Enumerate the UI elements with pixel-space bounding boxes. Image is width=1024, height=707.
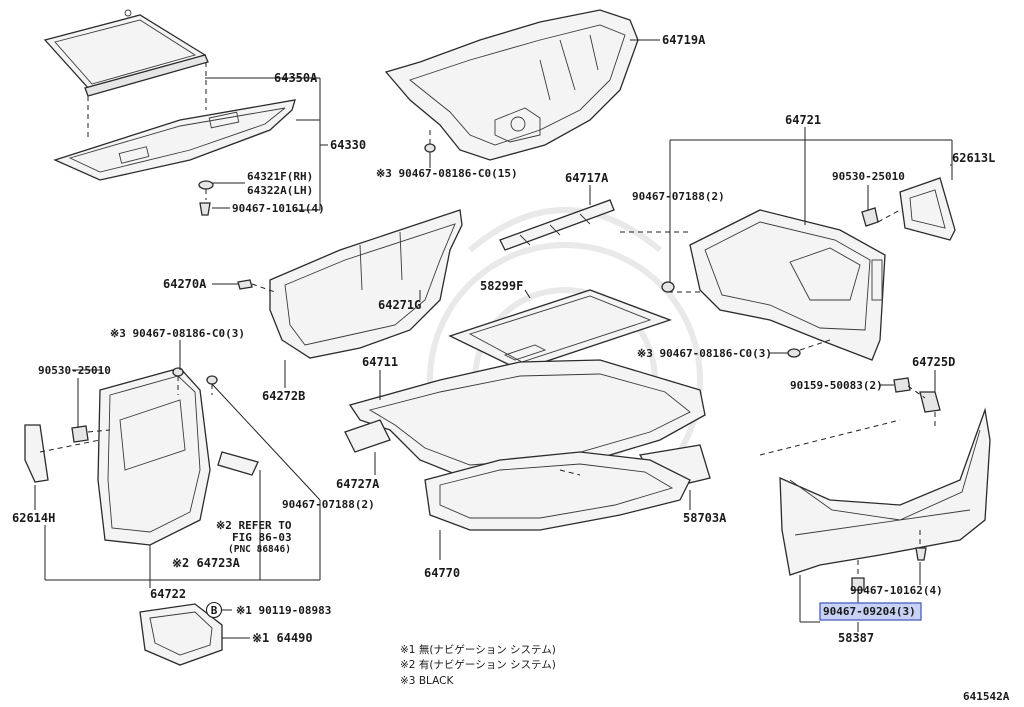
label-62614H[interactable]: 62614H (12, 511, 55, 525)
label-90467-09204[interactable]: 90467-09204(3) (823, 605, 916, 618)
note-2: ※2 有(ナビゲーション システム) (400, 658, 556, 671)
label-90530-25010-right[interactable]: 90530-25010 (832, 170, 905, 183)
label-64719A[interactable]: 64719A (662, 33, 706, 47)
label-64723A[interactable]: ※2 64723A (172, 556, 241, 570)
part-90467-08186-clip-mid[interactable] (787, 348, 801, 358)
label-90467-07188-right[interactable]: 90467-07188(2) (632, 190, 725, 203)
part-64725D-bracket[interactable] (919, 391, 941, 413)
note-3: ※3 BLACK (400, 675, 454, 687)
note-1: ※1 無(ナビゲーション システム) (400, 643, 556, 656)
label-90159-50083[interactable]: 90159-50083(2) (790, 379, 883, 392)
part-58299F-cargo-net[interactable] (448, 289, 672, 371)
part-64350A-tonneau-cover[interactable] (43, 9, 209, 97)
label-64770[interactable]: 64770 (424, 566, 460, 580)
label-64271G[interactable]: 64271G (378, 298, 421, 312)
label-90467-08186-left[interactable]: ※3 90467-08186-C0(3) (110, 327, 245, 340)
part-64490-storage-tray[interactable] (139, 603, 223, 666)
highlighted-part-box[interactable] (819, 602, 922, 621)
part-64727A-bracket[interactable] (344, 419, 391, 453)
label-58387[interactable]: 58387 (838, 631, 874, 645)
label-64725D[interactable]: 64725D (912, 355, 955, 369)
label-58299F[interactable]: 58299F (480, 279, 523, 293)
label-64330[interactable]: 64330 (330, 138, 366, 152)
part-64723A-pad[interactable] (217, 451, 259, 476)
label-64321F[interactable]: 64321F(RH) (247, 170, 313, 183)
label-64322A[interactable]: 64322A(LH) (247, 184, 313, 197)
label-pnc-86846: (PNC 86846) (228, 544, 291, 555)
label-90119-08983[interactable]: ※1 90119-08983 (236, 604, 331, 617)
label-90530-25010-left[interactable]: 90530-25010 (38, 364, 111, 377)
figure-code: 641542A (963, 690, 1010, 703)
part-90530-25010-clip-left[interactable] (71, 425, 89, 443)
part-64711-floor-mat[interactable] (348, 359, 706, 481)
part-64321F-grommet[interactable] (198, 180, 214, 190)
part-58387-sill-trim[interactable] (779, 407, 991, 576)
label-64490[interactable]: ※1 64490 (252, 631, 313, 645)
label-refer-to: ※2 REFER TO (216, 519, 292, 532)
label-64270A[interactable]: 64270A (163, 277, 207, 291)
label-64722[interactable]: 64722 (150, 587, 186, 601)
label-90467-10162[interactable]: 90467-10162(4) (850, 584, 943, 597)
part-64717A-bracket[interactable] (499, 199, 615, 251)
part-90467-08186-clip-left[interactable] (172, 367, 184, 377)
label-90467-08186-mid[interactable]: ※3 90467-08186-C0(3) (637, 347, 772, 360)
callout-b-circle: B (205, 601, 223, 619)
label-90467-08186-top[interactable]: ※3 90467-08186-C0(15) (376, 167, 518, 180)
part-64330-package-tray[interactable] (53, 99, 296, 181)
part-90530-25010-clip-right[interactable] (861, 207, 879, 227)
part-62613L-cover[interactable] (899, 177, 956, 241)
part-64721-side-trim-rh[interactable] (689, 209, 886, 361)
part-64719A-trunk-lid-trim[interactable] (384, 9, 639, 161)
label-90467-07188-left[interactable]: 90467-07188(2) (282, 498, 375, 511)
notes-legend: ※1 無(ナビゲーション システム) ※2 有(ナビゲーション システム) ※3… (400, 643, 556, 687)
part-90467-07188-clip-right[interactable] (661, 281, 675, 293)
label-58703A[interactable]: 58703A (683, 511, 727, 525)
part-62614H-cover[interactable] (24, 424, 49, 483)
label-64727A[interactable]: 64727A (336, 477, 380, 491)
part-90467-10162-clip[interactable] (915, 547, 927, 561)
leader-lines (34, 39, 953, 639)
label-64350A[interactable]: 64350A (274, 71, 318, 85)
part-64770-deck-board[interactable] (424, 451, 691, 531)
assembly-dashed-lines (39, 62, 936, 578)
part-90159-50083-bolt[interactable] (893, 377, 911, 393)
part-90467-09204-clip[interactable] (851, 577, 865, 591)
label-64272B[interactable]: 64272B (262, 389, 305, 403)
label-64711[interactable]: 64711 (362, 355, 398, 369)
part-90467-08186-clip-top[interactable] (424, 143, 436, 153)
part-90467-10161-clip[interactable] (199, 202, 211, 216)
label-64721[interactable]: 64721 (785, 113, 821, 127)
label-62613L[interactable]: 62613L (952, 151, 995, 165)
label-90467-10161[interactable]: 90467-10161(4) (232, 202, 325, 215)
part-90467-07188-clip-left[interactable] (206, 375, 218, 385)
part-labels: 64719A 64350A 64330 64321F(RH) 64322A(LH… (12, 33, 995, 645)
part-64722-side-box[interactable] (97, 367, 211, 546)
svg-text:B: B (211, 604, 218, 617)
label-64717A[interactable]: 64717A (565, 171, 609, 185)
part-64270A-screw[interactable] (237, 279, 253, 290)
label-fig-86-03[interactable]: FIG 86-03 (232, 531, 292, 544)
part-64271G-side-trim-lh[interactable] (269, 209, 463, 359)
